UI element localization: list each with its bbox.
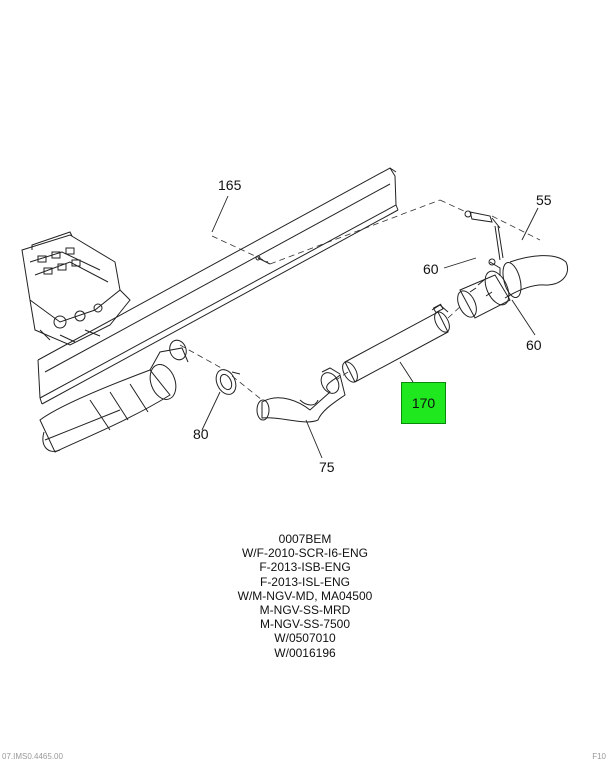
muffler-coupler-60	[457, 258, 511, 319]
reference-lines	[179, 199, 541, 401]
note-line: F-2013-ISB-ENG	[259, 560, 351, 575]
engine-assembly	[21, 231, 131, 346]
bracket-bolt-55	[464, 210, 504, 261]
note-line: W/M-NGV-MD, MA04500	[237, 588, 373, 603]
callout-170-highlight[interactable]: 170	[401, 382, 446, 424]
callout-165[interactable]: 165	[218, 177, 242, 193]
page-code: F10	[592, 752, 606, 761]
elbow-pipe-75	[256, 367, 346, 423]
note-line: 0007BEM	[278, 532, 332, 546]
note-line: W/0016196	[274, 645, 336, 660]
straight-pipe-170	[342, 303, 450, 383]
callout-75[interactable]: 75	[319, 459, 335, 475]
leader-lines	[201, 195, 539, 459]
clamp-ring-80	[215, 369, 241, 395]
note-line: W/0507010	[274, 631, 336, 646]
frame-rail	[37, 167, 399, 405]
exhaust-parts-diagram	[21, 167, 568, 459]
callout-60-top[interactable]: 60	[423, 261, 439, 277]
callout-170: 170	[411, 395, 436, 411]
callout-60-right[interactable]: 60	[526, 337, 542, 353]
callout-55[interactable]: 55	[536, 192, 552, 208]
note-line: M-NGV-SS-7500	[259, 617, 351, 632]
callout-80[interactable]: 80	[193, 426, 209, 442]
note-line: W/F-2010-SCR-I6-ENG	[241, 546, 369, 561]
aftertreatment-canister	[39, 339, 189, 453]
note-line: F-2013-ISL-ENG	[259, 574, 351, 589]
application-notes: 0007BEM W/F-2010-SCR-I6-ENG F-2013-ISB-E…	[220, 532, 390, 660]
tailpipe-outlet	[502, 255, 568, 299]
note-line: M-NGV-SS-MRD	[259, 603, 351, 618]
drawing-number: 07.IMS0.4465.00	[2, 752, 63, 761]
